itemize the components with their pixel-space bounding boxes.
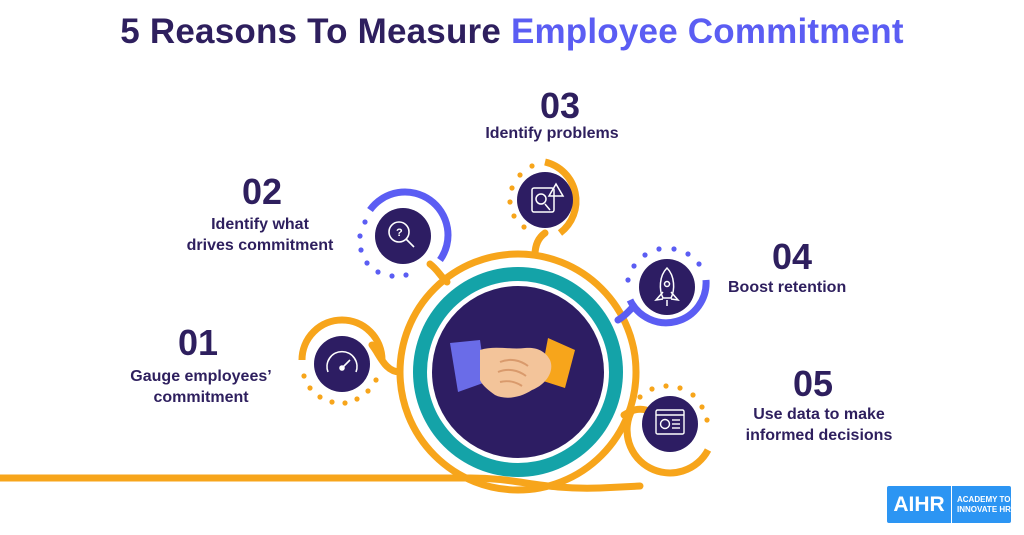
reason-01-label-line1: Gauge employees’	[130, 368, 272, 385]
title-part-2-accent: Employee Commitment	[510, 12, 904, 51]
reason-01-dots	[301, 373, 379, 406]
connector-03	[531, 229, 549, 259]
aihr-logo-sub-line2: INNOVATE HR	[957, 504, 1011, 514]
page-title: 5 Reasons To Measure Employee Commitment	[0, 12, 1024, 52]
aihr-logo-main: AIHR	[887, 486, 952, 523]
reason-05-number: 05	[793, 363, 834, 404]
reason-05-label-line2: informed decisions	[745, 427, 893, 444]
reason-05-label-line1: Use data to make	[753, 406, 885, 423]
reason-04-arc	[626, 279, 710, 327]
baseline-connector	[0, 474, 644, 492]
reason-04-label: Boost retention	[728, 279, 847, 296]
reason-01-number: 01	[178, 322, 219, 363]
analytics-screen-icon	[655, 409, 685, 435]
reason-02-node: ?	[357, 188, 452, 279]
reason-05-arc	[623, 408, 712, 477]
reason-02-label: Identify what drives commitment	[180, 214, 340, 256]
reason-02-dots	[357, 219, 409, 279]
reason-04-dots	[625, 246, 702, 283]
document-alert-icon	[531, 182, 565, 213]
title-part-1: 5 Reasons To Measure	[120, 12, 511, 51]
connector-01	[368, 341, 404, 376]
aihr-logo-sub-line1: ACADEMY TO	[957, 494, 1011, 504]
reason-01-label: Gauge employees’ commitment	[121, 366, 281, 408]
aihr-logo-sub: ACADEMY TO INNOVATE HR	[952, 486, 1011, 523]
reason-03-label: Identify problems	[485, 125, 619, 142]
reason-04-node	[625, 246, 710, 327]
reason-01-arc	[298, 316, 386, 361]
connector-04	[614, 304, 636, 324]
reason-03-node	[507, 158, 580, 236]
speedometer-icon	[326, 350, 358, 373]
aihr-logo: AIHR ACADEMY TO INNOVATE HR	[887, 486, 1011, 523]
reason-03-dots	[507, 163, 535, 230]
reason-04-number: 04	[772, 236, 813, 277]
svg-text:?: ?	[396, 227, 403, 239]
reason-01-label-line2: commitment	[153, 389, 249, 406]
rocket-icon	[654, 266, 680, 306]
reason-02-label-line2: drives commitment	[186, 237, 334, 254]
reason-05-label: Use data to make informed decisions	[740, 404, 898, 446]
reason-03-arc	[544, 158, 580, 236]
handshake-icon	[450, 338, 575, 398]
reason-02-number: 02	[242, 171, 283, 212]
reason-02-arc	[367, 188, 452, 263]
reason-03-number: 03	[540, 85, 581, 126]
reason-05-dots	[637, 383, 710, 423]
reason-01-node	[298, 316, 386, 406]
connector-02	[426, 260, 451, 286]
connector-05	[620, 405, 650, 419]
reason-05-node	[623, 383, 712, 477]
magnifier-question-icon: ?	[388, 221, 415, 248]
reason-02-label-line1: Identify what	[211, 216, 309, 233]
